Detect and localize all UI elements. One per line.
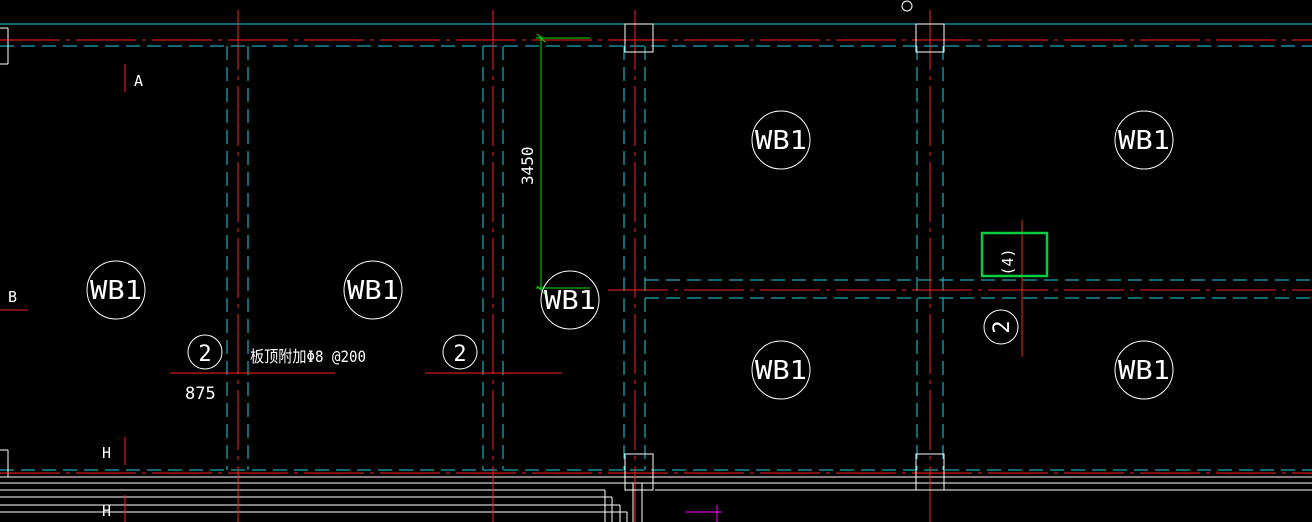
slab-mark-text: WB1 bbox=[544, 286, 596, 316]
column bbox=[915, 23, 945, 53]
selection-highlight-box[interactable] bbox=[980, 231, 1049, 278]
slab-mark-text: WB1 bbox=[1118, 126, 1170, 156]
grid-label-a: A bbox=[134, 72, 143, 90]
column bbox=[915, 453, 945, 491]
column bbox=[624, 453, 654, 491]
slab-mark-text: WB1 bbox=[755, 356, 807, 386]
highlight-mark-text: (4) bbox=[999, 248, 1017, 275]
beam-edge-lines bbox=[0, 23, 1312, 471]
rebar-callout-number: 2 bbox=[198, 342, 211, 367]
slab-mark-circle bbox=[540, 270, 600, 330]
dimension-875-text: 875 bbox=[185, 384, 216, 404]
grid-label-b: B bbox=[8, 288, 17, 306]
slab-mark-circle bbox=[751, 110, 811, 170]
rebar-callout-number: 2 bbox=[453, 342, 466, 367]
slab-mark-circle bbox=[751, 340, 811, 400]
axis-lines bbox=[0, 10, 1312, 522]
slab-mark[interactable]: WB1 bbox=[86, 260, 146, 320]
rebar-lines bbox=[0, 64, 1023, 522]
dimension-3450 bbox=[536, 33, 590, 295]
slab-mark-text: WB1 bbox=[755, 126, 807, 156]
slab-mark-circle bbox=[1114, 340, 1174, 400]
column bbox=[624, 23, 654, 53]
slab-mark-text: WB1 bbox=[347, 276, 399, 306]
slab-mark[interactable]: WB1 bbox=[540, 270, 600, 330]
slab-mark-circle bbox=[86, 260, 146, 320]
rebar-callout[interactable]: 2 bbox=[442, 334, 478, 370]
rebar-callout-circle bbox=[983, 309, 1019, 345]
rebar-note-text: 板顶附加Φ8 @200 bbox=[250, 347, 366, 366]
reference-marker bbox=[901, 0, 913, 12]
slab-mark[interactable]: WB1 bbox=[343, 260, 403, 320]
slab-mark[interactable]: WB1 bbox=[1114, 110, 1174, 170]
grid-label-h-lower: H bbox=[102, 502, 111, 520]
slab-mark-text: WB1 bbox=[90, 276, 142, 306]
slab-mark[interactable]: WB1 bbox=[751, 340, 811, 400]
dimension-3450-text: 3450 bbox=[518, 146, 537, 185]
slab-mark[interactable]: WB1 bbox=[1114, 340, 1174, 400]
magenta-marker bbox=[685, 505, 722, 522]
slab-mark[interactable]: WB1 bbox=[751, 110, 811, 170]
rebar-callout-circle bbox=[187, 334, 223, 370]
rebar-callout[interactable]: 2 bbox=[983, 309, 1019, 345]
boundary-lines bbox=[0, 27, 1312, 522]
grid-label-h: H bbox=[102, 444, 111, 462]
slab-mark-text: WB1 bbox=[1118, 356, 1170, 386]
rebar-callout[interactable]: 2 bbox=[187, 334, 223, 370]
rebar-callout-circle bbox=[442, 334, 478, 370]
slab-mark-circle bbox=[343, 260, 403, 320]
columns bbox=[624, 23, 945, 491]
rebar-callout-number: 2 bbox=[990, 320, 1015, 333]
slab-mark-circle bbox=[1114, 110, 1174, 170]
